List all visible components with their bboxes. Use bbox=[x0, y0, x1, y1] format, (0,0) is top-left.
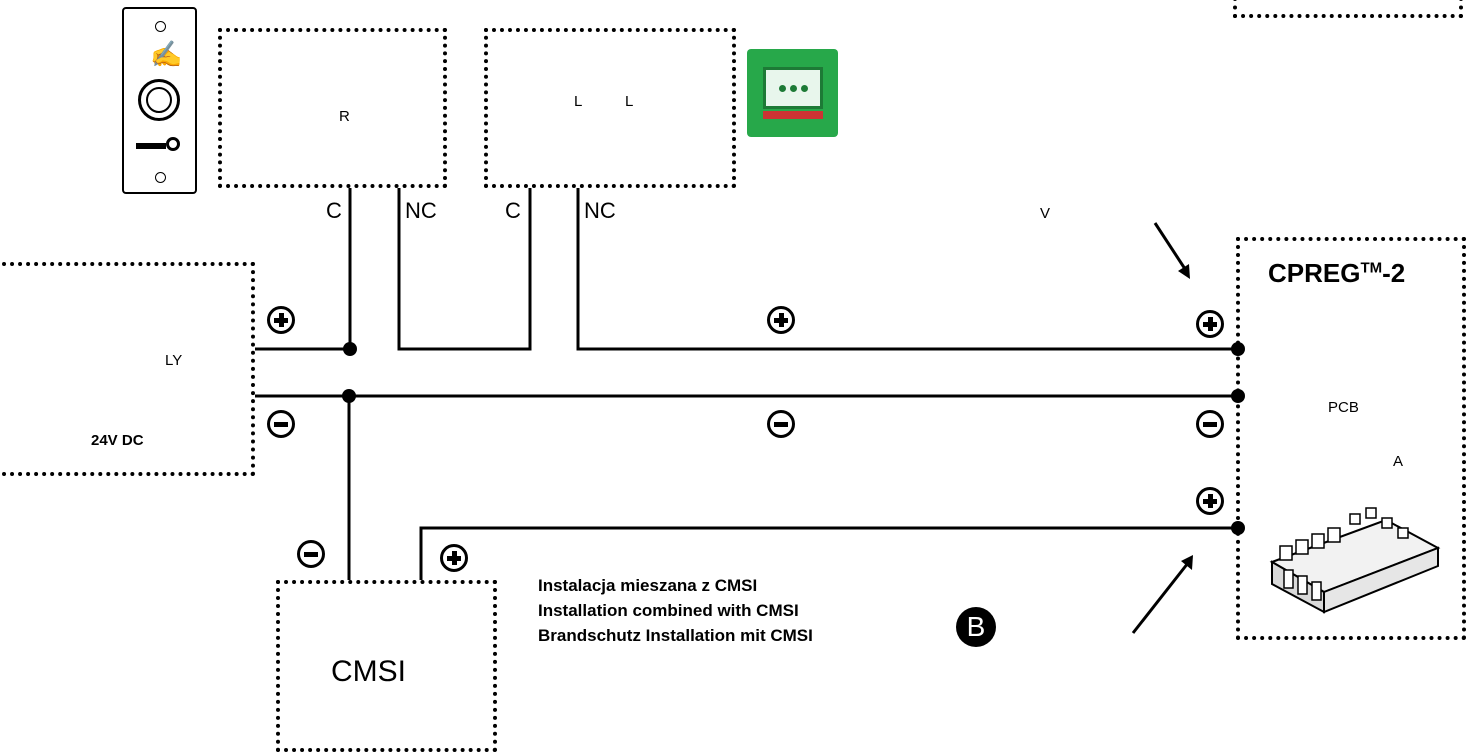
relay-l-label-2: L bbox=[625, 93, 634, 110]
wire-nc2-plus bbox=[576, 188, 1238, 351]
power-supply-voltage: 24V DC bbox=[91, 432, 144, 449]
device-pcb-label: PCB bbox=[1328, 399, 1359, 416]
terminal-connector-icon bbox=[1266, 500, 1442, 614]
v-label: V bbox=[1040, 205, 1051, 222]
caption-en: Installation combined with CMSI bbox=[538, 601, 799, 620]
terminal-nc2: NC bbox=[584, 198, 616, 223]
terminal-nc1: NC bbox=[405, 198, 437, 223]
plus-icon bbox=[767, 306, 795, 334]
plus-icon bbox=[267, 306, 295, 334]
caption-pl: Instalacja mieszana z CMSI bbox=[538, 576, 758, 595]
green-call-point-icon bbox=[747, 49, 838, 137]
key-switch-icon: ✍ bbox=[122, 7, 197, 194]
top-right-box bbox=[1233, 0, 1463, 18]
caption-de: Brandschutz Installation mit CMSI bbox=[538, 626, 813, 645]
wire-cmsi-plus bbox=[419, 526, 1238, 580]
arrow-icon bbox=[1131, 562, 1190, 634]
plus-icon bbox=[1196, 310, 1224, 338]
plus-icon bbox=[440, 544, 468, 572]
device-title-text: CPREG bbox=[1268, 258, 1361, 288]
device-title-tm: TM bbox=[1360, 259, 1383, 277]
minus-icon bbox=[297, 540, 325, 568]
terminal-c2: C bbox=[505, 198, 521, 223]
variant-b-badge: B bbox=[956, 607, 996, 647]
plus-icon bbox=[1196, 487, 1224, 515]
terminal-c1: C bbox=[326, 198, 342, 223]
device-title: CPREGTM-2 bbox=[1268, 258, 1405, 289]
minus-icon bbox=[267, 410, 295, 438]
relay-l-box bbox=[484, 28, 736, 188]
arrow-head bbox=[1178, 264, 1190, 279]
junction-dot bbox=[343, 342, 357, 356]
power-supply-box bbox=[0, 262, 255, 476]
cpreg-device-box bbox=[1236, 237, 1466, 640]
device-title-suffix: -2 bbox=[1382, 258, 1406, 288]
junction-dot bbox=[342, 389, 356, 403]
minus-icon bbox=[767, 410, 795, 438]
device-a-label: A bbox=[1393, 453, 1404, 470]
wire-nc1-c2 bbox=[397, 188, 532, 351]
relay-r-label: R bbox=[339, 108, 350, 125]
relay-r-box bbox=[218, 28, 447, 188]
arrow-head bbox=[1181, 555, 1193, 570]
minus-icon bbox=[1196, 410, 1224, 438]
arrow-icon bbox=[1153, 222, 1189, 273]
relay-l-label-1: L bbox=[574, 93, 583, 110]
cmsi-label: CMSI bbox=[331, 655, 406, 688]
power-supply-label: LY bbox=[165, 352, 183, 369]
